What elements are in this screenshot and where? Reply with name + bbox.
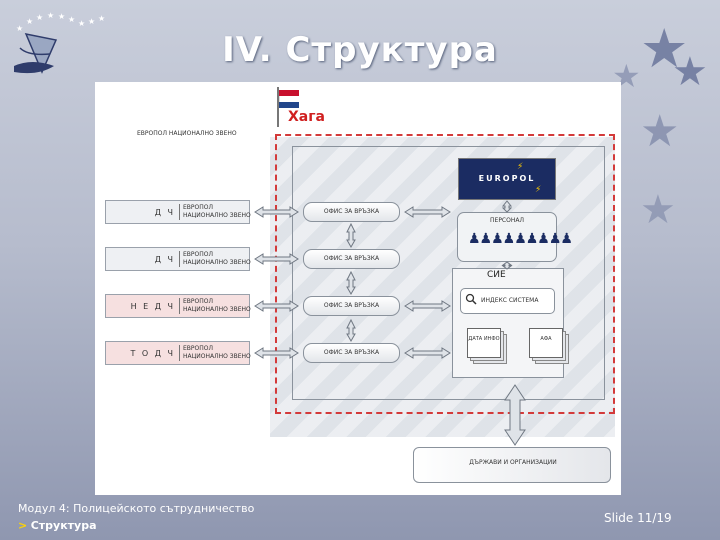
decorative-star-icon: ★ — [640, 106, 680, 157]
staff-label: ПЕРСОНАЛ — [490, 217, 524, 224]
people-group-icon: ♟♟♟♟♟♟♟♟♟ — [468, 231, 573, 247]
footer-module: Модул 4: Полицейското сътрудничество — [18, 502, 255, 515]
national-unit-box: Д Ч ЕВРОПОЛ НАЦИОНАЛНО ЗВЕНО — [105, 200, 251, 224]
national-unit-abbr: Д Ч — [154, 255, 175, 264]
svg-text:★: ★ — [58, 12, 65, 21]
structure-diagram: Хага ЕВРОПОЛ НАЦИОНАЛНО ЗВЕНО Д Ч ЕВРОПО… — [95, 82, 621, 495]
national-unit-box: Т О Д Ч ЕВРОПОЛ НАЦИОНАЛНО ЗВЕНО — [105, 341, 251, 365]
europol-logo: ⚡ ⚡ EUROPOL — [458, 158, 556, 200]
magnifier-icon — [465, 293, 477, 305]
liaison-office-box: ОФИС ЗА ВРЪЗКА — [303, 249, 400, 269]
international-label: ДЪРЖАВИ И ОРГАНИЗАЦИИ — [469, 459, 557, 466]
europol-inner-boundary — [292, 146, 605, 400]
national-unit-desc: ЕВРОПОЛ НАЦИОНАЛНО ЗВЕНО — [183, 298, 251, 313]
decorative-star-icon: ★ — [672, 49, 708, 95]
liaison-office-box: ОФИС ЗА ВРЪЗКА — [303, 343, 400, 363]
decorative-star-icon: ★ — [640, 17, 689, 80]
svg-text:★: ★ — [26, 17, 33, 26]
national-unit-abbr: Д Ч — [154, 208, 175, 217]
svg-text:★: ★ — [68, 15, 75, 24]
academy-logo-icon: ★★★ ★★★ ★★ ★ — [14, 11, 105, 74]
svg-text:★: ★ — [36, 13, 43, 22]
svg-text:★: ★ — [16, 24, 23, 33]
legend-label: ЕВРОПОЛ НАЦИОНАЛНО ЗВЕНО — [137, 130, 237, 137]
staff-box: ПЕРСОНАЛ ♟♟♟♟♟♟♟♟♟ — [457, 212, 573, 262]
city-label: Хага — [288, 109, 326, 125]
europol-logo-text: EUROPOL — [478, 174, 536, 183]
national-unit-desc: ЕВРОПОЛ НАЦИОНАЛНО ЗВЕНО — [183, 345, 251, 360]
national-unit-box: Д Ч ЕВРОПОЛ НАЦИОНАЛНО ЗВЕНО — [105, 247, 251, 271]
liaison-office-box: ОФИС ЗА ВРЪЗКА — [303, 296, 400, 316]
svg-text:★: ★ — [88, 17, 95, 26]
liaison-office-box: ОФИС ЗА ВРЪЗКА — [303, 202, 400, 222]
slide-number: Slide 11/19 — [604, 511, 672, 525]
data-info-doc: ДАТА ИНФО — [467, 328, 501, 358]
national-unit-abbr: Н Е Д Ч — [130, 302, 175, 311]
netherlands-flag-icon — [277, 87, 299, 127]
europol-hq-boundary — [275, 134, 615, 414]
sie-label: СИЕ — [487, 270, 506, 280]
national-unit-abbr: Т О Д Ч — [130, 349, 175, 358]
svg-text:★: ★ — [78, 19, 85, 28]
international-box: ДЪРЖАВИ И ОРГАНИЗАЦИИ — [413, 447, 611, 483]
slide-title: IV. Структура — [222, 30, 498, 70]
national-unit-desc: ЕВРОПОЛ НАЦИОНАЛНО ЗВЕНО — [183, 251, 251, 266]
afa-doc: АФА — [529, 328, 563, 358]
national-unit-desc: ЕВРОПОЛ НАЦИОНАЛНО ЗВЕНО — [183, 204, 251, 219]
svg-text:★: ★ — [47, 11, 54, 20]
national-unit-box: Н Е Д Ч ЕВРОПОЛ НАЦИОНАЛНО ЗВЕНО — [105, 294, 251, 318]
index-system-box: ИНДЕКС СИСТЕМА — [460, 288, 555, 314]
svg-text:★: ★ — [98, 14, 105, 23]
footer-section-name: Структура — [30, 519, 97, 532]
decorative-star-icon: ★ — [640, 187, 676, 233]
footer-current-section: > Структура — [18, 519, 97, 532]
index-system-label: ИНДЕКС СИСТЕМА — [481, 297, 539, 304]
footer-arrow: > — [18, 519, 28, 532]
